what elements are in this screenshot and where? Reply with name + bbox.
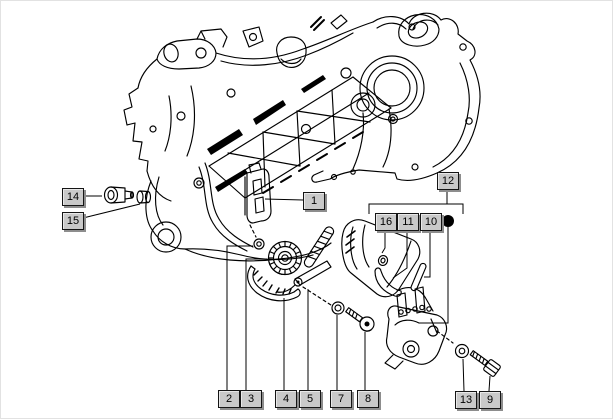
callout-12[interactable]: 12 bbox=[437, 172, 459, 190]
leader-line bbox=[488, 375, 491, 392]
leader-line bbox=[82, 203, 141, 219]
oring-part bbox=[377, 255, 388, 267]
leader-line bbox=[264, 198, 304, 201]
washer-part-13 bbox=[456, 345, 469, 358]
leader-line bbox=[424, 229, 431, 278]
callout-16[interactable]: 16 bbox=[375, 213, 397, 231]
bolt-part-9 bbox=[470, 351, 501, 377]
leader-line bbox=[392, 229, 408, 279]
circlip-part bbox=[254, 239, 264, 249]
bolt-part-14 bbox=[105, 187, 134, 203]
leader-line bbox=[245, 258, 267, 390]
bracket-part bbox=[245, 163, 271, 223]
oil-pump-part bbox=[385, 287, 447, 369]
leader-line bbox=[368, 203, 464, 214]
leader-line bbox=[381, 229, 386, 254]
leader-line bbox=[419, 227, 449, 324]
screw-part bbox=[346, 308, 374, 331]
band-part bbox=[248, 266, 301, 301]
gear-part bbox=[269, 242, 302, 275]
crank-chamber bbox=[341, 56, 424, 169]
callout-2[interactable]: 2 bbox=[218, 390, 240, 408]
crankcase-left bbox=[124, 15, 373, 261]
callout-8[interactable]: 8 bbox=[357, 390, 379, 408]
pin-part bbox=[410, 262, 427, 291]
shaft-part bbox=[303, 225, 336, 268]
callout-14[interactable]: 14 bbox=[62, 188, 84, 206]
callout-7[interactable]: 7 bbox=[330, 390, 352, 408]
hose-part bbox=[375, 268, 401, 296]
lever-part bbox=[277, 261, 331, 292]
callout-9[interactable]: 9 bbox=[479, 391, 501, 409]
callout-4[interactable]: 4 bbox=[275, 390, 297, 408]
assembly-dot bbox=[442, 215, 454, 227]
washer-part-7 bbox=[332, 302, 344, 314]
callout-10[interactable]: 10 bbox=[420, 213, 442, 231]
callout-11[interactable]: 11 bbox=[397, 213, 419, 231]
nut-part-15 bbox=[137, 191, 151, 203]
callout-15[interactable]: 15 bbox=[62, 212, 84, 230]
leader-line bbox=[462, 358, 465, 392]
callout-5[interactable]: 5 bbox=[299, 390, 321, 408]
leader-line bbox=[226, 245, 253, 390]
callout-3[interactable]: 3 bbox=[240, 390, 262, 408]
callout-1[interactable]: 1 bbox=[303, 192, 325, 210]
callout-13[interactable]: 13 bbox=[455, 391, 477, 409]
crankcase-cover bbox=[312, 13, 480, 182]
